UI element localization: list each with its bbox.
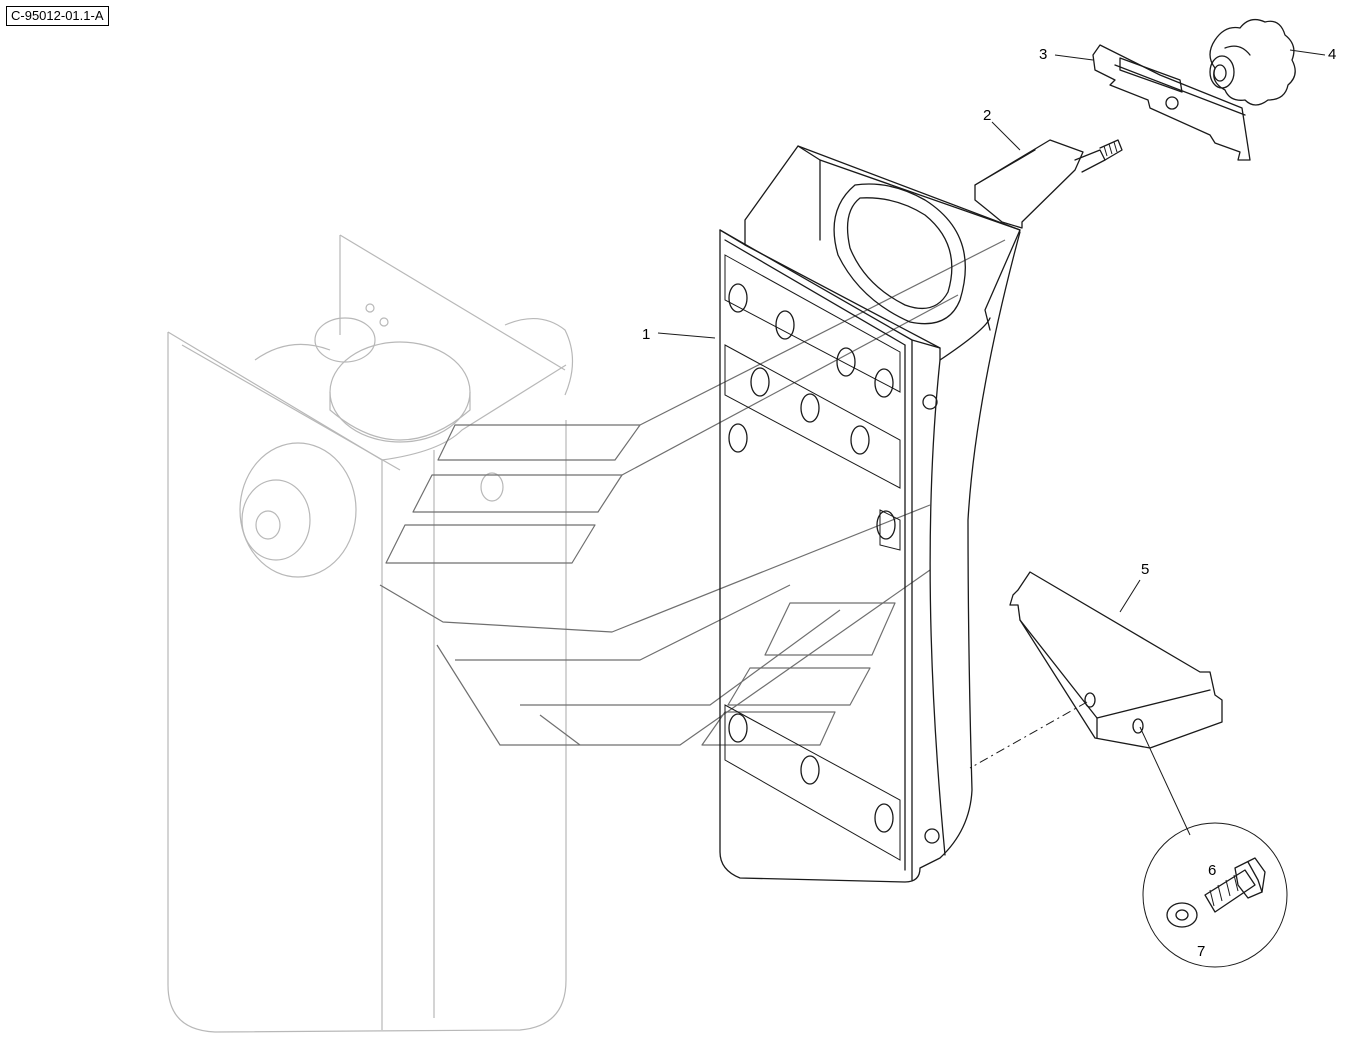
part-1-slotted-bracket bbox=[719, 145, 1021, 883]
part-4-star-knob bbox=[1209, 18, 1296, 106]
bracket-slot-holes bbox=[728, 283, 896, 833]
callout-1: 1 bbox=[642, 326, 650, 343]
part-3-retaining-plate bbox=[1092, 44, 1251, 161]
part-7-washer bbox=[1166, 902, 1198, 928]
callout-5: 5 bbox=[1141, 561, 1149, 578]
detail-circle-bolt-washer bbox=[1142, 822, 1288, 968]
callout-4: 4 bbox=[1328, 46, 1336, 63]
part-5-wedge-plate bbox=[1009, 571, 1223, 749]
part-6-hex-bolt bbox=[1204, 857, 1266, 913]
part-2-clip-with-stud bbox=[974, 139, 1123, 229]
watermark-logo bbox=[379, 239, 1006, 746]
drawing-reference-code: C-95012-01.1-A bbox=[6, 6, 109, 26]
callout-labels: 1 2 3 4 5 6 7 bbox=[642, 46, 1336, 960]
leader-lines bbox=[657, 49, 1326, 836]
callout-2: 2 bbox=[983, 107, 991, 124]
ghost-mast-housing bbox=[167, 234, 574, 1033]
callout-6: 6 bbox=[1208, 862, 1216, 879]
callout-3: 3 bbox=[1039, 46, 1047, 63]
callout-7: 7 bbox=[1197, 943, 1205, 960]
